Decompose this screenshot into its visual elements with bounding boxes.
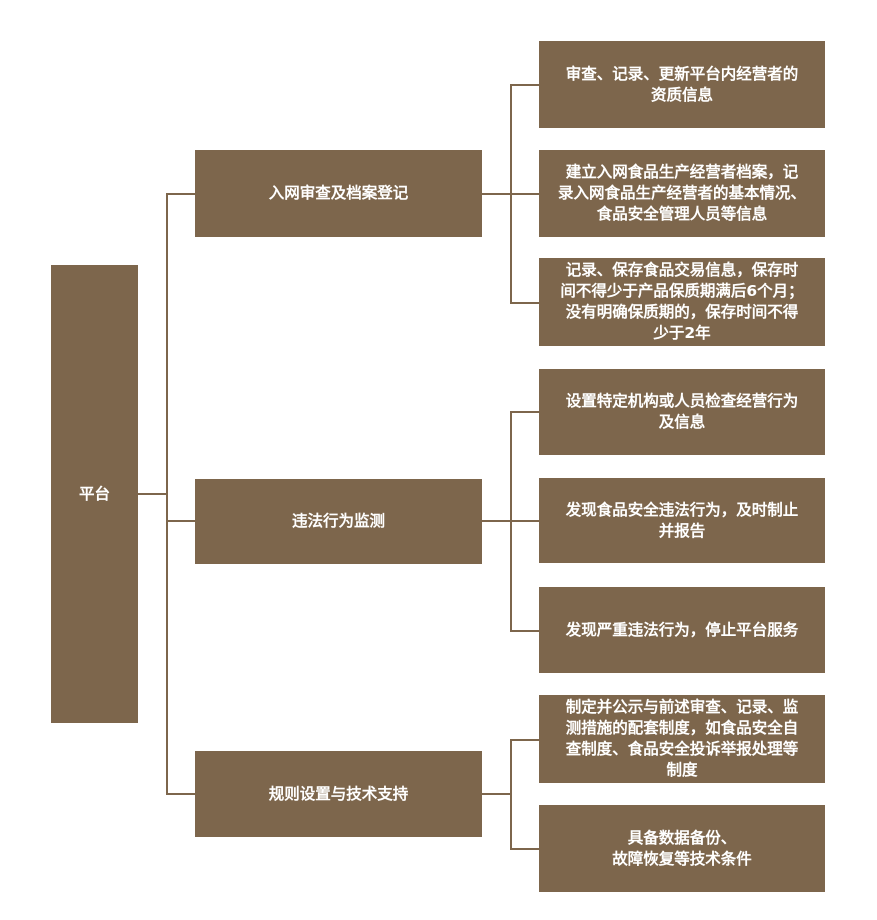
connector <box>510 630 539 632</box>
connector <box>166 520 195 522</box>
branch-node-rules: 规则设置与技术支持 <box>195 751 482 837</box>
connector <box>510 411 539 413</box>
leaf-node: 发现食品安全违法行为，及时制止 并报告 <box>539 478 825 563</box>
connector <box>510 193 539 195</box>
leaf-node: 建立入网食品生产经营者档案，记 录入网食品生产经营者的基本情况、 食品安全管理人… <box>539 150 825 237</box>
branch-node-monitoring: 违法行为监测 <box>195 479 482 564</box>
connector <box>481 793 511 795</box>
connector <box>510 84 539 86</box>
branch-node-review: 入网审查及档案登记 <box>195 150 482 237</box>
leaf-node: 审查、记录、更新平台内经营者的 资质信息 <box>539 41 825 128</box>
connector <box>481 193 511 195</box>
leaf-node: 设置特定机构或人员检查经营行为 及信息 <box>539 369 825 455</box>
leaf-node: 记录、保存食品交易信息，保存时 间不得少于产品保质期满后6个月； 没有明确保质期… <box>539 258 825 346</box>
leaf-node: 制定并公示与前述审查、记录、监 测措施的配套制度，如食品安全自 查制度、食品安全… <box>539 695 825 783</box>
connector <box>166 793 195 795</box>
connector <box>166 193 168 795</box>
connector <box>510 848 539 850</box>
root-node: 平台 <box>51 265 138 723</box>
connector <box>137 493 167 495</box>
connector <box>510 739 539 741</box>
connector <box>166 193 195 195</box>
leaf-node: 发现严重违法行为，停止平台服务 <box>539 587 825 673</box>
leaf-node: 具备数据备份、 故障恢复等技术条件 <box>539 805 825 892</box>
connector <box>510 520 539 522</box>
connector <box>510 739 512 849</box>
connector <box>510 302 539 304</box>
connector <box>481 520 511 522</box>
